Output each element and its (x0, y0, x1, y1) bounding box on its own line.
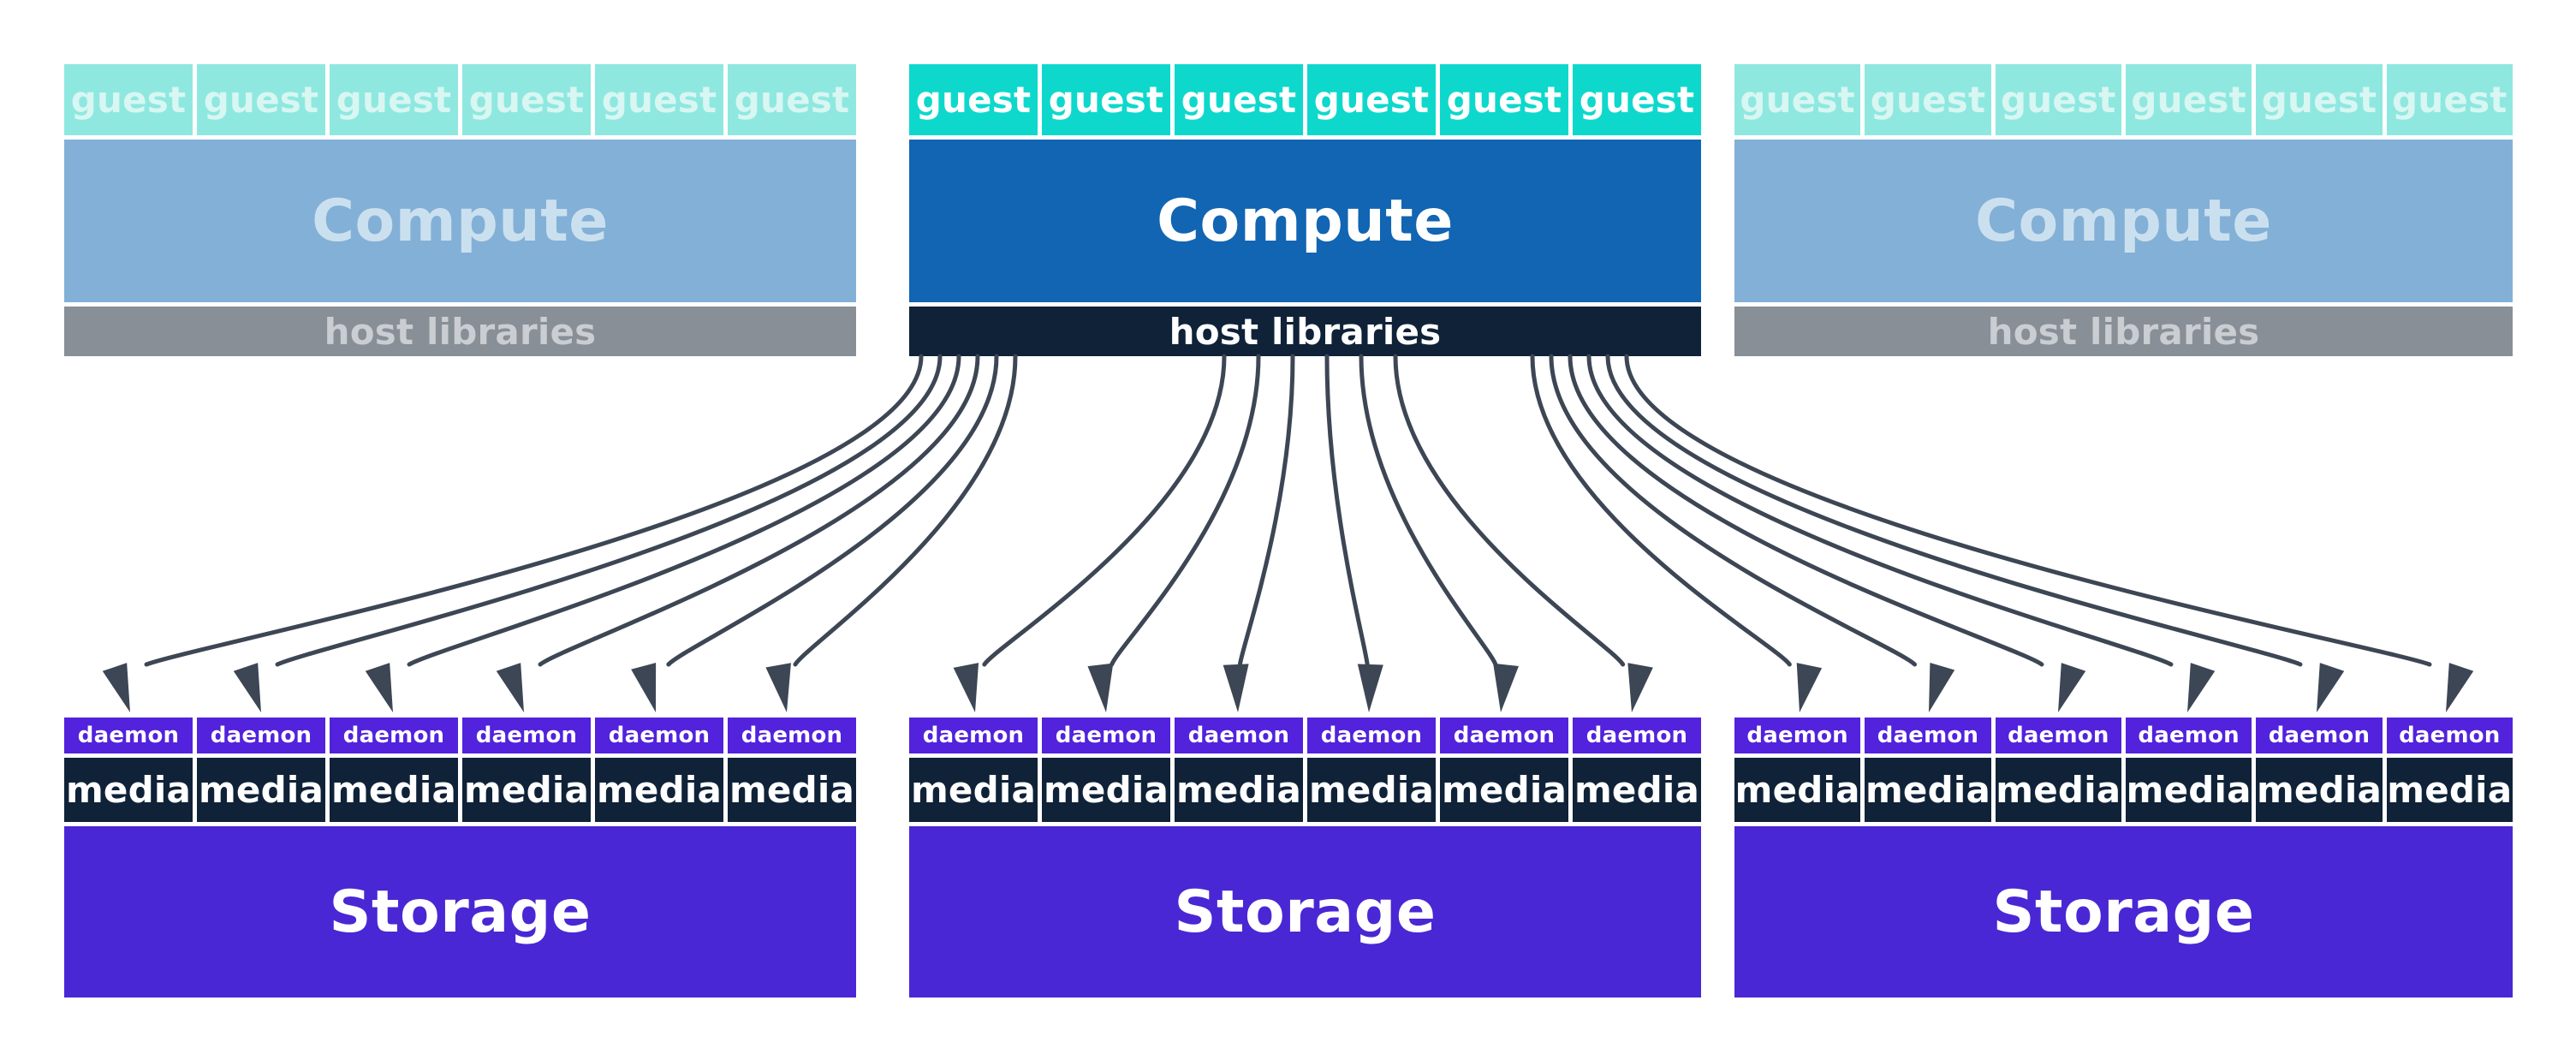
media-cell-left-4[interactable]: media (595, 758, 723, 822)
daemon-cell-left-3[interactable]: daemon (462, 718, 591, 753)
daemon-cell-center-1[interactable]: daemon (1042, 718, 1170, 753)
media-cell-center-3[interactable]: media (1307, 758, 1436, 822)
media-cell-left-5[interactable]: media (728, 758, 856, 822)
daemon-cell-left-2[interactable]: daemon (330, 718, 458, 753)
guest-cell-right-4[interactable]: guest (2256, 64, 2383, 135)
guest-cell-center-1[interactable]: guest (1042, 64, 1170, 135)
media-cell-center-2[interactable]: media (1175, 758, 1303, 822)
host-libraries-label-center: host libraries (1169, 310, 1442, 353)
daemon-cell-right-2[interactable]: daemon (1995, 718, 2121, 753)
storage-label-right: Storage (1992, 878, 2255, 946)
host-libraries-block-left[interactable]: host libraries (64, 307, 856, 356)
media-cell-right-0[interactable]: media (1734, 758, 1861, 822)
compute-label-center: Compute (1157, 187, 1454, 255)
guest-cell-right-0[interactable]: guest (1734, 64, 1861, 135)
media-cell-right-2[interactable]: media (1995, 758, 2121, 822)
daemon-cell-center-5[interactable]: daemon (1573, 718, 1701, 753)
compute-block-right[interactable]: Compute (1734, 140, 2513, 302)
host-libraries-block-right[interactable]: host libraries (1734, 307, 2513, 356)
guest-cell-right-3[interactable]: guest (2125, 64, 2252, 135)
media-cell-center-5[interactable]: media (1573, 758, 1701, 822)
guest-cell-left-4[interactable]: guest (595, 64, 723, 135)
daemon-cell-right-0[interactable]: daemon (1734, 718, 1861, 753)
daemon-cell-center-4[interactable]: daemon (1440, 718, 1568, 753)
media-cell-right-5[interactable]: media (2386, 758, 2513, 822)
media-cell-left-2[interactable]: media (330, 758, 458, 822)
media-cell-left-3[interactable]: media (462, 758, 591, 822)
guest-cell-right-2[interactable]: guest (1995, 64, 2121, 135)
daemon-cell-right-5[interactable]: daemon (2386, 718, 2513, 753)
guest-cell-center-0[interactable]: guest (909, 64, 1038, 135)
daemon-cell-center-3[interactable]: daemon (1307, 718, 1436, 753)
compute-block-center[interactable]: Compute (909, 140, 1701, 302)
compute-block-left[interactable]: Compute (64, 140, 856, 302)
guest-cell-center-4[interactable]: guest (1440, 64, 1568, 135)
media-cell-right-4[interactable]: media (2256, 758, 2383, 822)
compute-label-right: Compute (1975, 187, 2272, 255)
daemon-cell-left-4[interactable]: daemon (595, 718, 723, 753)
storage-label-center: Storage (1174, 878, 1437, 946)
guest-cell-left-3[interactable]: guest (462, 64, 591, 135)
daemon-cell-left-0[interactable]: daemon (64, 718, 193, 753)
media-cell-center-4[interactable]: media (1440, 758, 1568, 822)
daemon-cell-left-5[interactable]: daemon (728, 718, 856, 753)
storage-block-right[interactable]: Storage (1734, 826, 2513, 997)
host-libraries-label-left: host libraries (324, 310, 597, 353)
host-libraries-block-center[interactable]: host libraries (909, 307, 1701, 356)
daemon-cell-right-3[interactable]: daemon (2125, 718, 2252, 753)
guest-cell-center-3[interactable]: guest (1307, 64, 1436, 135)
guest-cell-right-1[interactable]: guest (1865, 64, 1991, 135)
daemon-cell-right-4[interactable]: daemon (2256, 718, 2383, 753)
media-cell-right-1[interactable]: media (1865, 758, 1991, 822)
guest-cell-left-0[interactable]: guest (64, 64, 193, 135)
guest-cell-left-2[interactable]: guest (330, 64, 458, 135)
guest-cell-right-5[interactable]: guest (2386, 64, 2513, 135)
media-cell-center-1[interactable]: media (1042, 758, 1170, 822)
guest-cell-left-1[interactable]: guest (197, 64, 325, 135)
media-cell-center-0[interactable]: media (909, 758, 1038, 822)
storage-block-left[interactable]: Storage (64, 826, 856, 997)
daemon-cell-right-1[interactable]: daemon (1865, 718, 1991, 753)
compute-label-left: Compute (312, 187, 609, 255)
daemon-cell-left-1[interactable]: daemon (197, 718, 325, 753)
storage-label-left: Storage (329, 878, 592, 946)
media-cell-left-1[interactable]: media (197, 758, 325, 822)
media-cell-right-3[interactable]: media (2125, 758, 2252, 822)
guest-cell-center-2[interactable]: guest (1175, 64, 1303, 135)
guest-cell-left-5[interactable]: guest (728, 64, 856, 135)
host-libraries-label-right: host libraries (1987, 310, 2260, 353)
storage-block-center[interactable]: Storage (909, 826, 1701, 997)
daemon-cell-center-0[interactable]: daemon (909, 718, 1038, 753)
guest-cell-center-5[interactable]: guest (1573, 64, 1701, 135)
daemon-cell-center-2[interactable]: daemon (1175, 718, 1303, 753)
media-cell-left-0[interactable]: media (64, 758, 193, 822)
